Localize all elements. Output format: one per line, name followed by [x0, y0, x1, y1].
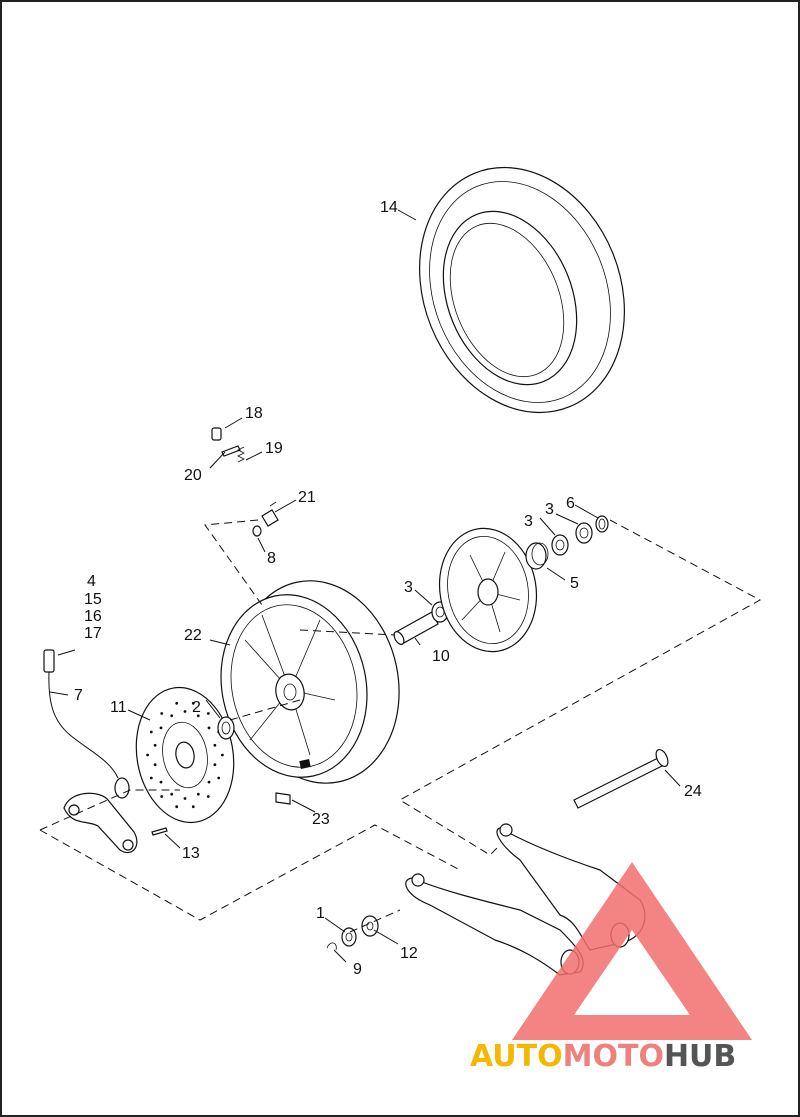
callout-10: 10: [432, 648, 450, 665]
callout-17: 17: [84, 625, 102, 642]
automotohub-watermark: AUTOMOTOHUB: [470, 862, 752, 1074]
bearing-right-1: [551, 534, 569, 556]
disc-hole: [159, 726, 163, 730]
callout-4: 4: [87, 573, 96, 590]
callout-12: 12: [400, 945, 418, 962]
valve-cap: [211, 427, 222, 441]
callout-19: 19: [265, 440, 283, 457]
sprocket: [438, 527, 538, 653]
callout-24: 24: [684, 783, 702, 800]
callout-21: 21: [298, 489, 316, 506]
disc-hole: [160, 795, 164, 798]
callout-16: 16: [84, 608, 102, 625]
disc-hole: [149, 776, 153, 780]
callout-11: 11: [110, 699, 127, 716]
disc-hole: [213, 763, 217, 767]
cotter-clip: [326, 942, 337, 951]
callout-14: 14: [380, 199, 398, 216]
callout-3c: 3: [545, 501, 554, 518]
disc-hole: [153, 743, 157, 747]
disc-hole: [221, 753, 224, 757]
bearing-right-2: [575, 522, 593, 544]
callout-7: 7: [74, 687, 83, 704]
axle: [573, 748, 669, 809]
disc-hole: [183, 797, 187, 800]
callout-6: 6: [566, 495, 575, 512]
svg-text:AUTOMOTOHUB: AUTOMOTOHUB: [470, 1039, 736, 1074]
disc-hole: [170, 792, 174, 796]
speed-sensor-cable: [43, 649, 130, 799]
disc-hole: [207, 780, 211, 784]
disc-hole: [206, 712, 210, 715]
leader-lines: [49, 209, 681, 963]
callout-3a: 3: [404, 579, 413, 596]
callout-9: 9: [353, 961, 362, 978]
assembly-lines: [39, 519, 762, 933]
callout-15: 15: [84, 591, 102, 608]
axle-nut: [341, 927, 357, 947]
screw: [151, 827, 168, 836]
disc-hole: [191, 701, 195, 705]
tire: [419, 166, 625, 414]
disc-hole: [196, 714, 200, 718]
watermark-triangle-icon: [512, 862, 752, 1040]
watermark-hub: HUB: [664, 1039, 736, 1074]
disc-hole: [207, 726, 211, 730]
disc-hole: [159, 780, 163, 784]
wheel: [220, 580, 400, 784]
disc-hole: [191, 805, 195, 809]
valve-spring: [237, 446, 245, 463]
callout-labels: 1 2 3 3 3 4 5 6 7 8 9 10 11 12 13 14 15 …: [74, 199, 702, 978]
brake-disc: [135, 686, 235, 824]
disc-hole: [206, 795, 210, 798]
callout-22: 22: [184, 627, 202, 644]
disc-hole: [146, 753, 150, 757]
wheel-weight: [275, 792, 291, 805]
callout-23: 23: [312, 811, 330, 828]
hub-spacer: [525, 542, 549, 570]
callout-18: 18: [245, 405, 263, 422]
caliper-bracket: [63, 792, 138, 854]
disc-hole: [153, 763, 157, 767]
callout-13: 13: [182, 845, 200, 862]
disc-hole: [217, 776, 221, 780]
disc-hole: [175, 701, 179, 705]
callout-5: 5: [570, 575, 579, 592]
callout-20: 20: [184, 467, 202, 484]
disc-hole: [213, 743, 217, 747]
retaining-ring: [595, 515, 609, 533]
disc-hole: [175, 805, 179, 809]
valve-core: [221, 445, 241, 457]
disc-hole: [160, 712, 164, 715]
callout-3b: 3: [524, 513, 533, 530]
disc-hole: [149, 730, 153, 734]
spacer: [393, 611, 439, 645]
watermark-moto: MOTO: [563, 1039, 664, 1074]
callout-1: 1: [316, 905, 325, 922]
callout-8: 8: [267, 550, 276, 567]
disc-hole: [183, 710, 187, 713]
watermark-auto: AUTO: [470, 1039, 563, 1074]
disc-hole: [170, 714, 174, 718]
valve-stem: [261, 501, 279, 527]
valve-grommet: [252, 525, 262, 537]
callout-2: 2: [192, 699, 201, 716]
disc-hole: [196, 792, 200, 796]
bearing-left: [217, 716, 235, 740]
